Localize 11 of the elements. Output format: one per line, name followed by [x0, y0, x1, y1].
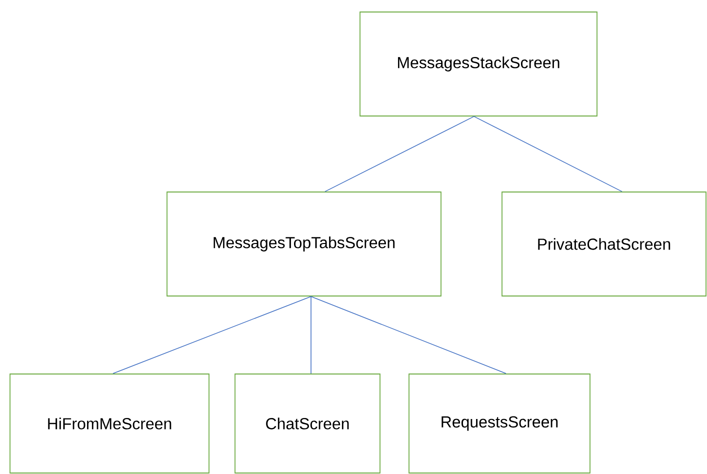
screen-box: MessagesTopTabsScreen — [166, 192, 442, 296]
connector-line — [310, 296, 312, 374]
connector-line — [310, 296, 506, 374]
screen-box: MessagesStackScreen — [360, 12, 598, 116]
connector-line — [112, 296, 312, 374]
screen-box: HiFromMeScreen — [10, 374, 210, 474]
screen-box: PrivateChatScreen — [502, 192, 706, 296]
screen-box: ChatScreen — [234, 374, 380, 474]
connector-line — [474, 116, 622, 192]
connector-line — [324, 116, 474, 192]
screen-box: RequestsScreen — [408, 374, 590, 474]
